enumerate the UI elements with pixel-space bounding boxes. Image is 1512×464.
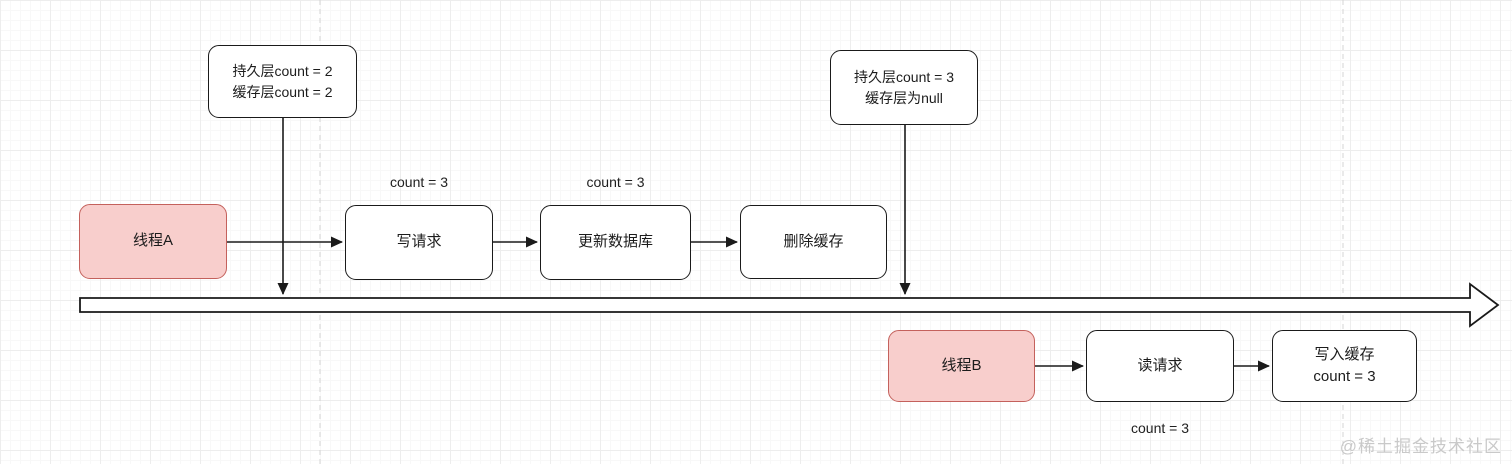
- step-update-database: 更新数据库: [540, 205, 691, 280]
- callout-line: 缓存层count = 2: [232, 83, 333, 100]
- count-annotation-update: count = 3: [586, 174, 645, 190]
- callout-state-after-delete: 持久层count = 3 缓存层为null: [830, 50, 978, 125]
- count-annotation-write: count = 3: [390, 174, 448, 190]
- callout-line: 缓存层为null: [865, 89, 943, 106]
- step-label: 删除缓存: [783, 232, 844, 250]
- step-write-request: 写请求: [345, 205, 493, 280]
- thread-a-label: 线程A: [132, 232, 173, 250]
- step-write-cache: 写入缓存 count = 3: [1272, 330, 1417, 402]
- watermark: @稀土掘金技术社区: [1339, 437, 1502, 456]
- step-label: 写入缓存: [1314, 345, 1375, 363]
- step-label: 写请求: [396, 233, 442, 251]
- step-delete-cache: 删除缓存: [740, 205, 887, 279]
- thread-a-box: 线程A: [79, 204, 227, 279]
- thread-b-label: 线程B: [941, 356, 982, 374]
- step-sublabel: count = 3: [1313, 368, 1376, 385]
- step-label: 更新数据库: [577, 233, 653, 251]
- timeline-arrow: [79, 282, 1500, 328]
- step-read-request: 读请求: [1086, 330, 1234, 402]
- callout-state-before-write: 持久层count = 2 缓存层count = 2: [208, 45, 357, 118]
- thread-b-box: 线程B: [888, 330, 1035, 402]
- count-annotation-read: count = 3: [1131, 420, 1189, 436]
- step-label: 读请求: [1137, 356, 1183, 374]
- callout-line: 持久层count = 2: [232, 62, 333, 79]
- callout-line: 持久层count = 3: [854, 68, 954, 85]
